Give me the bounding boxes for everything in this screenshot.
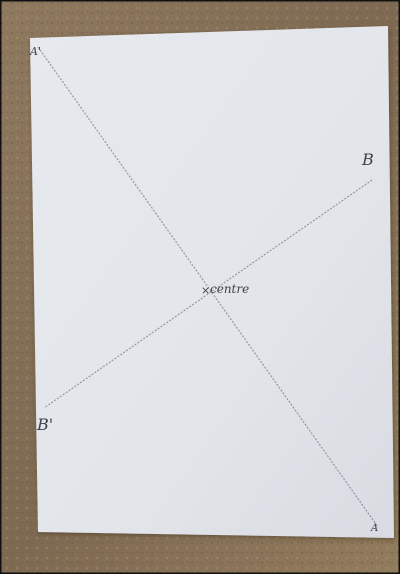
label-centre: centre [210,282,249,296]
label-a-prime: A' [29,45,41,58]
centre-cross-mark: × [201,284,210,297]
label-b: B [361,150,374,169]
label-b-prime: B' [36,415,53,434]
label-a: A [370,523,378,534]
